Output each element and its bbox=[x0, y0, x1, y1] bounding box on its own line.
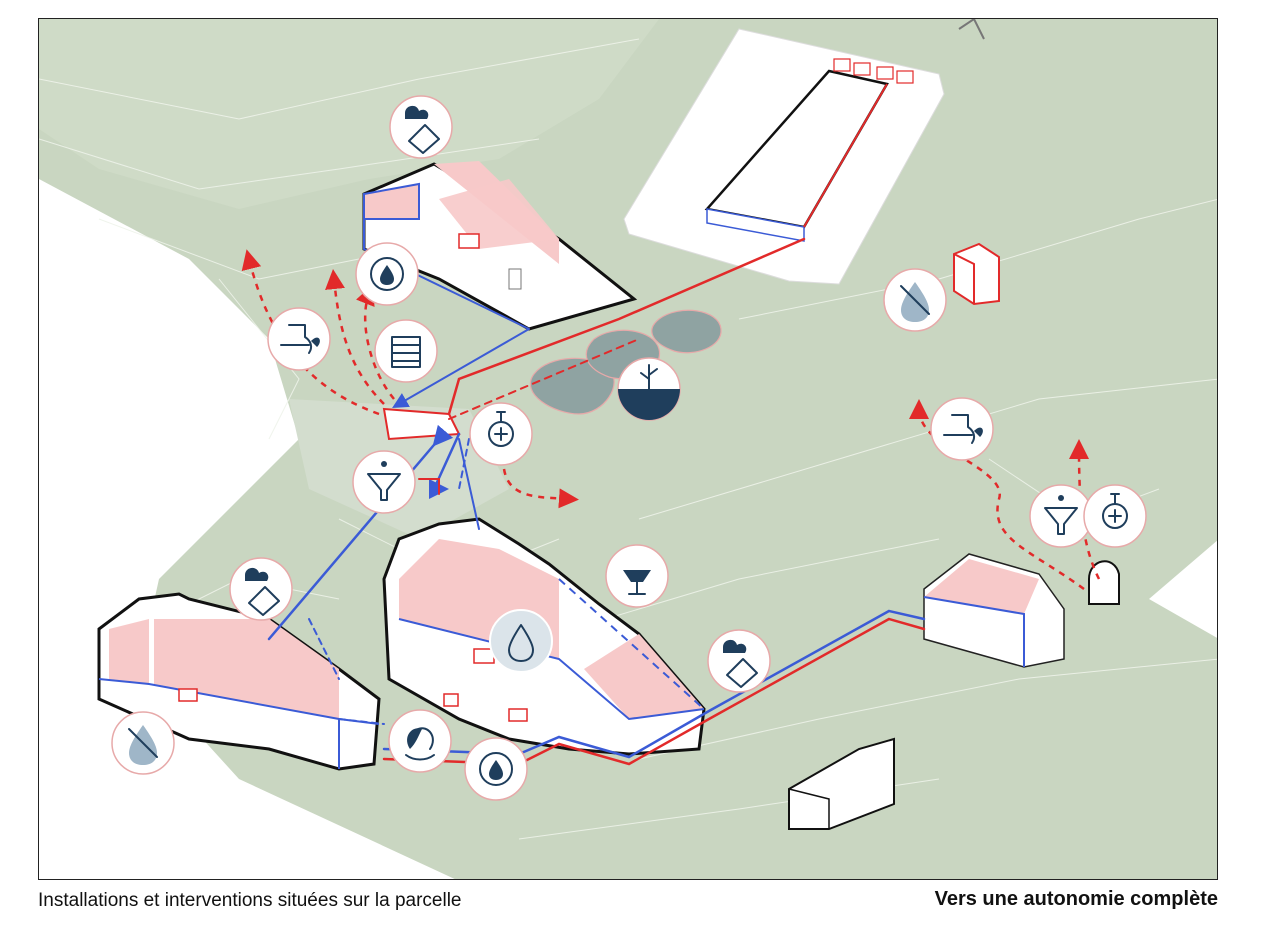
water-drop-icon bbox=[489, 609, 553, 673]
water-recycling-icon bbox=[464, 737, 528, 801]
rain-on-roof-icon bbox=[389, 95, 453, 159]
compost-leaves-icon bbox=[388, 709, 452, 773]
filtration-funnel-icon bbox=[352, 450, 416, 514]
rain-on-roof-icon bbox=[707, 629, 771, 693]
rain-on-roof-icon bbox=[229, 557, 293, 621]
water-recycling-icon bbox=[355, 242, 419, 306]
diagram-caption: Installations et interventions situées s… bbox=[38, 890, 462, 911]
irrigation-plant-icon bbox=[930, 397, 994, 461]
greenhouse bbox=[623, 19, 985, 285]
red-outline-box bbox=[953, 242, 1000, 306]
no-drinking-water-icon bbox=[111, 711, 175, 775]
right-house bbox=[923, 553, 1120, 668]
filtration-funnel-icon bbox=[1029, 484, 1093, 548]
diagram-title: Vers une autonomie complète bbox=[934, 888, 1218, 910]
distribution-valve-icon bbox=[1083, 484, 1147, 548]
no-drinking-water-icon bbox=[883, 268, 947, 332]
phytoremediation-icon bbox=[617, 357, 681, 421]
ponds bbox=[529, 309, 722, 415]
site-diagram bbox=[38, 18, 1218, 880]
collection-tank bbox=[382, 407, 461, 441]
distribution-valve-icon bbox=[469, 402, 533, 466]
isometric-site-plan bbox=[39, 19, 1217, 879]
bottom-shed bbox=[788, 737, 895, 830]
irrigation-plant-icon bbox=[267, 307, 331, 371]
shower-filter-icon bbox=[605, 544, 669, 608]
water-tank-icon bbox=[374, 319, 438, 383]
